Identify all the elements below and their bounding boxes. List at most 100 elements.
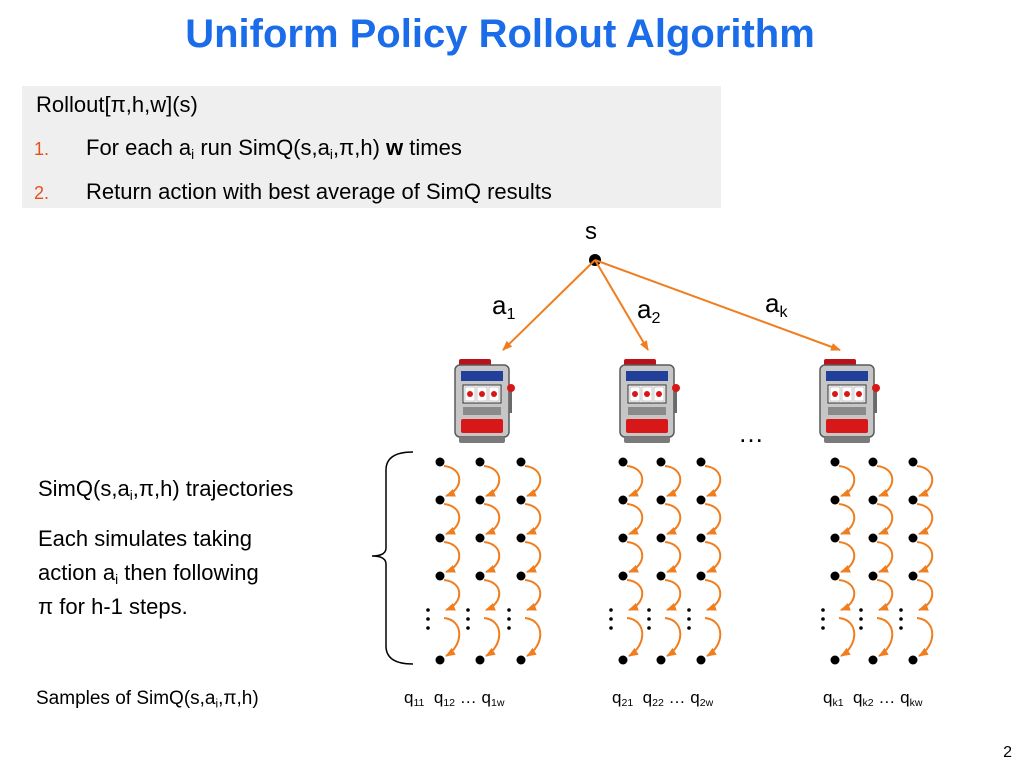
transition-arrow [443, 503, 461, 535]
trajectory-state-dot [868, 495, 878, 505]
vertical-ellipsis-dot [466, 617, 470, 621]
trajectory-state-dot [656, 655, 666, 665]
vertical-ellipsis-dot [899, 617, 903, 621]
vertical-ellipsis-dot [859, 626, 863, 630]
trajectory-state-dot [435, 655, 445, 665]
trajectory-state-dot [868, 533, 878, 543]
transition-arrow [704, 503, 722, 535]
transition-arrow [524, 465, 542, 497]
action-arrow-k [594, 259, 841, 351]
trajectory-state-dot [908, 655, 918, 665]
trajectory-state-dot [475, 457, 485, 467]
root-label: s [585, 218, 597, 245]
action-label-2: a2 [637, 294, 661, 327]
transition-arrow [664, 541, 682, 573]
transition-arrow [876, 465, 894, 497]
trajectory-state-dot [868, 655, 878, 665]
transition-arrow [524, 541, 542, 573]
vertical-ellipsis-dot [647, 626, 651, 630]
trajectory-state-dot [475, 495, 485, 505]
grouping-brace [371, 451, 414, 665]
trajectory-state-dot [868, 571, 878, 581]
page-number: 2 [1003, 744, 1012, 761]
transition-arrow [483, 465, 501, 497]
transition-arrow [626, 617, 644, 657]
trajectory-state-dot [908, 457, 918, 467]
trajectories [426, 457, 934, 665]
trajectory-state-dot [475, 533, 485, 543]
transition-arrow [664, 617, 682, 657]
action-arrow-2 [594, 259, 649, 351]
trajectory-state-dot [475, 571, 485, 581]
transition-arrow [704, 617, 722, 657]
trajectory-state-dot [618, 457, 628, 467]
transition-arrow [838, 541, 856, 573]
transition-arrow [704, 465, 722, 497]
transition-arrow [524, 579, 542, 611]
transition-arrow [626, 579, 644, 611]
vertical-ellipsis-dot [687, 608, 691, 612]
trajectory-state-dot [830, 655, 840, 665]
transition-arrow [916, 503, 934, 535]
trajectory-state-dot [908, 533, 918, 543]
trajectory-state-dot [618, 571, 628, 581]
samples-label: Samples of SimQ(s,ai,π,h) [36, 688, 259, 711]
trajectory-state-dot [435, 457, 445, 467]
transition-arrow [876, 503, 894, 535]
algorithm-step-2: Return action with best average of SimQ … [86, 179, 552, 204]
action-arrow-1 [502, 259, 596, 351]
trajectory-state-dot [830, 495, 840, 505]
trajectory-state-dot [830, 533, 840, 543]
trajectories-label: SimQ(s,ai,π,h) trajectories [38, 476, 294, 504]
transition-arrow [483, 503, 501, 535]
trajectory-state-dot [618, 495, 628, 505]
transition-arrow [443, 579, 461, 611]
transition-arrow [704, 541, 722, 573]
step-number-1: 1. [34, 139, 50, 159]
vertical-ellipsis-dot [899, 626, 903, 630]
vertical-ellipsis-dot [426, 626, 430, 630]
transition-arrow [483, 579, 501, 611]
transition-arrow [664, 503, 682, 535]
description-line-1: Each simulates taking [38, 526, 252, 551]
transition-arrow [704, 579, 722, 611]
vertical-ellipsis-dot [859, 617, 863, 621]
transition-arrow [664, 579, 682, 611]
vertical-ellipsis-dot [507, 608, 511, 612]
trajectory-state-dot [618, 655, 628, 665]
trajectory-state-dot [868, 457, 878, 467]
transition-arrow [876, 617, 894, 657]
vertical-ellipsis-dot [507, 617, 511, 621]
vertical-ellipsis-dot [609, 608, 613, 612]
trajectory-state-dot [516, 495, 526, 505]
q-label-group-1: q11 q12 … q1w [404, 688, 505, 710]
trajectory-state-dot [696, 655, 706, 665]
trajectory-state-dot [696, 571, 706, 581]
vertical-ellipsis-dot [647, 608, 651, 612]
q-label-group-2: q21 q22 … q2w [612, 688, 714, 710]
vertical-ellipsis-dot [609, 626, 613, 630]
transition-arrow [524, 503, 542, 535]
trajectory-state-dot [516, 655, 526, 665]
vertical-ellipsis-dot [821, 617, 825, 621]
trajectory-state-dot [435, 571, 445, 581]
trajectory-state-dot [516, 457, 526, 467]
transition-arrow [876, 579, 894, 611]
transition-arrow [916, 541, 934, 573]
transition-arrow [524, 617, 542, 657]
trajectory-state-dot [516, 571, 526, 581]
trajectory-state-dot [656, 533, 666, 543]
vertical-ellipsis-dot [687, 626, 691, 630]
transition-arrow [626, 541, 644, 573]
transition-arrow [876, 541, 894, 573]
trajectory-state-dot [656, 457, 666, 467]
trajectory-state-dot [908, 495, 918, 505]
trajectory-state-dot [696, 495, 706, 505]
step-number-2: 2. [34, 183, 50, 203]
trajectory-state-dot [696, 533, 706, 543]
trajectory-state-dot [435, 495, 445, 505]
trajectory-state-dot [656, 495, 666, 505]
transition-arrow [626, 465, 644, 497]
q-label-group-k: qk1 qk2 … qkw [823, 688, 923, 710]
action-label-k: ak [765, 288, 788, 321]
